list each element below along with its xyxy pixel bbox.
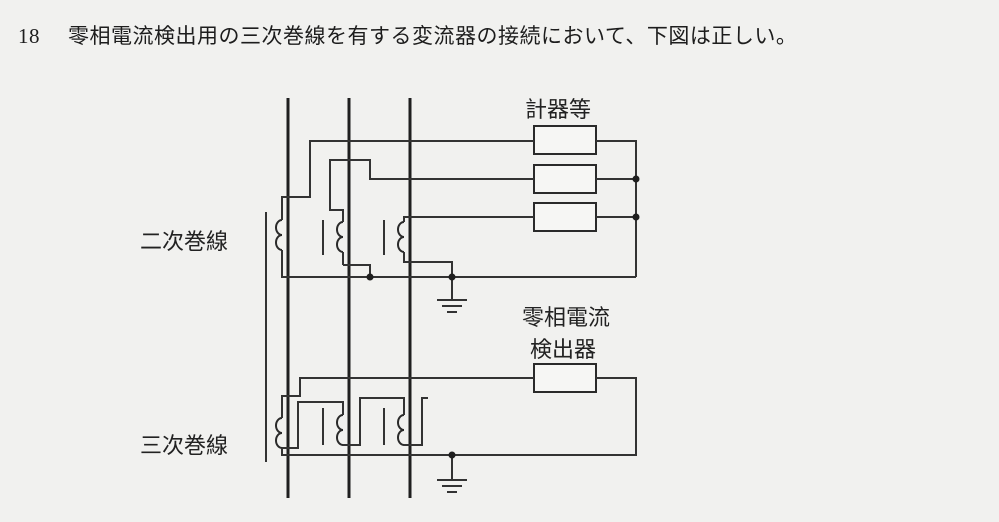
wire-sec-return-right [596,140,637,277]
junction-dot-2 [632,213,640,221]
wire-ter-1-2 [282,401,344,449]
junction-dot-1 [632,175,640,183]
meter-box-3 [533,202,597,232]
question-statement: 零相電流検出用の三次巻線を有する変流器の接続において、下図は正しい。 [68,24,798,48]
wire-sec-3-join [403,252,453,277]
label-meters: 計器等 [525,98,592,123]
meter-boxes [533,125,597,232]
secondary-coil-3 [397,221,405,253]
wire-ter-to-detector [281,377,534,418]
main-conductors [286,98,412,498]
wire-sec-2-join [343,264,371,277]
label-tertiary-winding: 三次巻線 [140,434,229,459]
wire-ter-2-3 [343,397,405,446]
meter-box-1 [533,125,597,155]
wire-sec-1-top [281,140,534,220]
label-secondary-winding: 二次巻線 [140,230,229,255]
secondary-coil-1 [275,219,283,251]
question-number: 18 [18,24,40,48]
secondary-coil-2 [336,221,344,253]
label-zct-line2: 検出器 [530,338,597,363]
tertiary-coils [275,414,405,449]
wire-sec-3-top [403,216,534,222]
junction-dot-5 [448,451,456,459]
tertiary-coil-2 [336,414,344,446]
wire-ter-3-end [404,397,428,446]
zct-detector-box [533,363,597,393]
wire-sec-bottom-common [281,250,636,278]
tertiary-coil-3 [397,414,405,446]
meter-box-2 [533,164,597,194]
wire-sec-2-top [329,159,534,222]
secondary-wiring [281,140,640,313]
label-zct-line1: 零相電流 [522,306,611,331]
junction-dot-4 [448,273,456,281]
tertiary-coil-1 [275,417,283,449]
wire-ter-return [281,377,637,456]
tertiary-wiring [281,377,637,493]
secondary-coils [275,219,405,253]
question-text: 18 零相電流検出用の三次巻線を有する変流器の接続において、下図は正しい。 [18,20,797,50]
junction-dot-3 [366,273,374,281]
ct-cores [265,212,385,462]
